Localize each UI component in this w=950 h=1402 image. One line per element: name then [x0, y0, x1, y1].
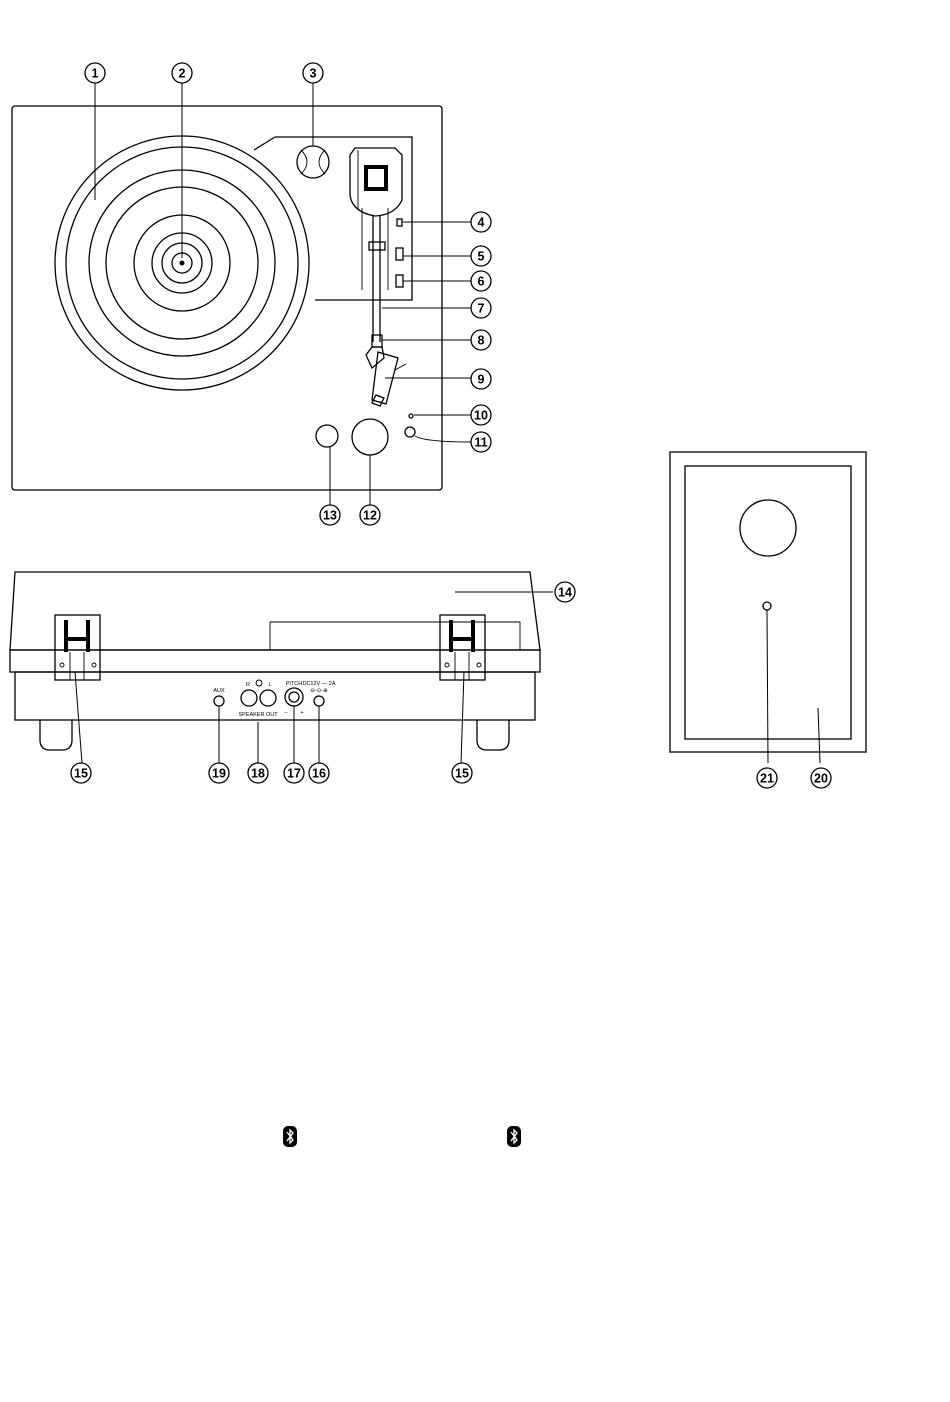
hinge-right	[440, 615, 485, 680]
foot-left	[40, 720, 72, 750]
callout-15b: 15	[452, 763, 472, 783]
speaker-driver	[740, 500, 796, 556]
callout-13: 13	[320, 505, 340, 525]
callout-number: 1	[92, 67, 99, 81]
pitch-control[interactable]	[285, 688, 303, 706]
callout-19: 19	[209, 763, 229, 783]
spindle	[180, 261, 185, 266]
callout-21: 21	[757, 768, 777, 788]
callout-number: 10	[474, 409, 488, 423]
hinge-left	[55, 615, 100, 680]
callout-number: 7	[478, 302, 485, 316]
callout-10: 10	[471, 405, 491, 425]
callout-number: 6	[478, 275, 485, 289]
turntable-top-view	[12, 80, 472, 505]
callout-number: 2	[179, 67, 186, 81]
dc-in-jack[interactable]	[314, 696, 324, 706]
pitch-minus-label: –	[284, 710, 288, 716]
dc-polarity-label: ⊖-⊙-⊕	[310, 688, 328, 694]
callout-number: 19	[212, 767, 226, 781]
pitch-plus-label: +	[300, 710, 303, 716]
callout-number: 16	[312, 767, 326, 781]
callout-number: 21	[760, 772, 774, 786]
arm-lift-lever[interactable]	[396, 248, 403, 260]
speaker-out-l-jack[interactable]	[260, 690, 276, 706]
callout-number: 20	[814, 772, 828, 786]
callout-number: 9	[478, 373, 485, 387]
power-indicator	[316, 425, 338, 447]
speaker	[670, 452, 866, 763]
speaker-out-r-jack[interactable]	[241, 690, 257, 706]
callout-8: 8	[471, 330, 491, 350]
volume-knob[interactable]	[352, 419, 388, 455]
arm-rest-clip[interactable]	[396, 275, 403, 287]
callout-number: 14	[558, 586, 572, 600]
turntable-back-view: AUX R L SPEAKER OUT PITCH – + DC12V — 2A…	[10, 572, 553, 763]
callout-3: 3	[303, 63, 323, 83]
callout-11: 11	[471, 432, 491, 452]
callout-9: 9	[471, 369, 491, 389]
callout-17: 17	[284, 763, 304, 783]
callout-number: 4	[478, 216, 485, 230]
bluetooth-icon	[283, 1126, 297, 1147]
callout-number: 18	[251, 767, 265, 781]
aux-label: AUX	[213, 688, 225, 694]
callout-number: 3	[310, 67, 317, 81]
callout-18: 18	[248, 763, 268, 783]
callout-15: 15	[71, 763, 91, 783]
callout-6: 6	[471, 271, 491, 291]
callout-20: 20	[811, 768, 831, 788]
callout-number: 17	[287, 767, 301, 781]
r-label: R	[246, 682, 250, 688]
l-label: L	[268, 682, 271, 688]
callout-4: 4	[471, 212, 491, 232]
callout-7: 7	[471, 298, 491, 318]
pitch-button[interactable]	[405, 427, 415, 437]
callout-number: 12	[363, 509, 377, 523]
pitch-label: PITCH	[286, 681, 303, 687]
callout-1: 1	[85, 63, 105, 83]
dc-label: DC12V — 2A	[302, 681, 335, 687]
bluetooth-icon	[507, 1126, 521, 1147]
indicator-led	[409, 414, 413, 418]
headshell[interactable]	[372, 352, 406, 406]
speaker-out-label: SPEAKER OUT	[238, 712, 278, 718]
anti-skate-knob[interactable]	[397, 219, 402, 226]
callout-number: 8	[478, 334, 485, 348]
callout-number: 5	[478, 250, 485, 264]
tonearm[interactable]	[362, 208, 388, 368]
callout-2: 2	[172, 63, 192, 83]
tonearm-base	[350, 148, 403, 287]
callout-16: 16	[309, 763, 329, 783]
callout-5: 5	[471, 246, 491, 266]
speed-selector[interactable]	[297, 146, 329, 178]
callout-number: 13	[323, 509, 337, 523]
foot-right	[477, 720, 509, 750]
callout-12: 12	[360, 505, 380, 525]
aux-jack[interactable]	[214, 696, 224, 706]
callout-14: 14	[555, 582, 575, 602]
callout-number: 15	[74, 767, 88, 781]
callout-number: 11	[474, 436, 487, 450]
callout-number: 15	[455, 767, 469, 781]
speaker-led	[763, 602, 771, 610]
